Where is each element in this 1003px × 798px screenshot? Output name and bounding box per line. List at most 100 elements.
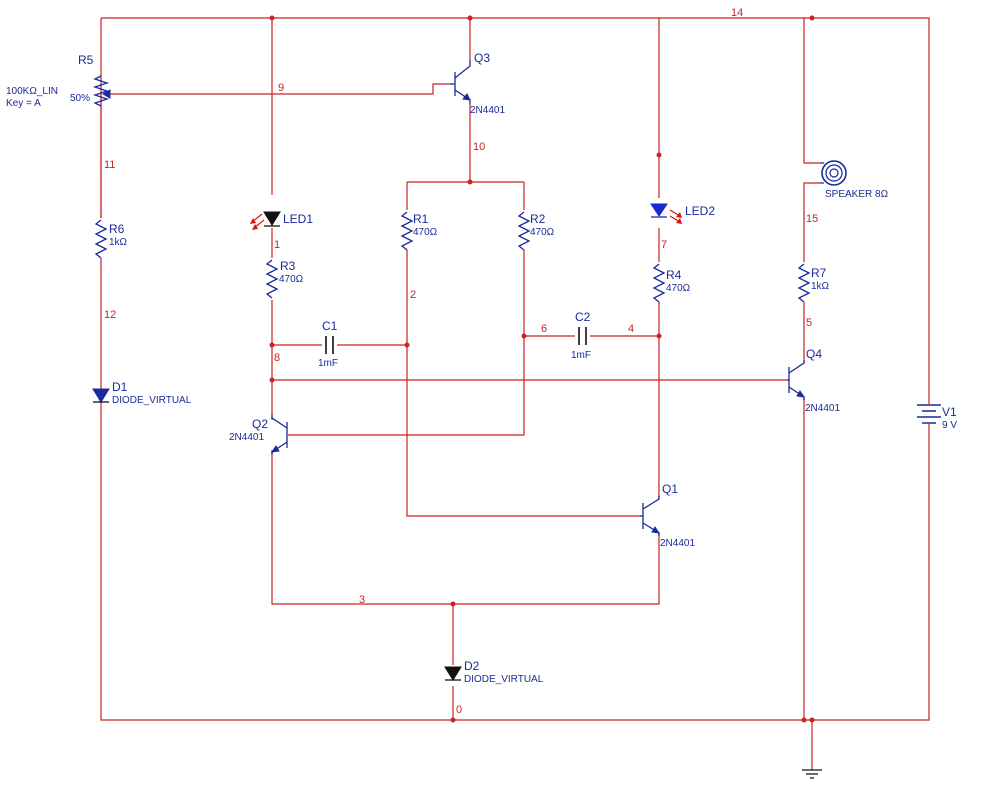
- r2-value: 470Ω: [530, 227, 555, 238]
- r5-wiper-arrow-icon: [101, 89, 111, 99]
- r3-body: [265, 259, 279, 299]
- q2-collector-lead: [271, 415, 288, 429]
- net-label-1: 1: [274, 239, 280, 251]
- net-label-12: 12: [104, 309, 116, 321]
- q2-model: 2N4401: [229, 432, 264, 443]
- r1-body: [400, 211, 414, 251]
- net-label-2: 2: [410, 289, 416, 301]
- q2-emitter-arrow-icon: [270, 445, 280, 453]
- q1-transistor[interactable]: Q1 2N4401: [640, 482, 695, 549]
- ground-icon: [802, 769, 822, 779]
- c1-plates-icon: [325, 336, 334, 354]
- r4-resistor[interactable]: R4 470Ω: [652, 262, 691, 303]
- r4-value: 470Ω: [666, 283, 691, 294]
- q3-ref: Q3: [474, 51, 490, 65]
- r4-ref: R4: [666, 268, 682, 282]
- r5-setting: 50%: [70, 93, 90, 104]
- q1-ref: Q1: [662, 482, 678, 496]
- c2-capacitor[interactable]: C2 1mF: [571, 310, 591, 361]
- v1-value: 9 V: [942, 420, 957, 431]
- c1-ref: C1: [322, 319, 338, 333]
- q4-ref: Q4: [806, 347, 822, 361]
- r7-value: 1kΩ: [811, 281, 830, 292]
- net-label-9: 9: [278, 82, 284, 94]
- junctions: [269, 15, 815, 723]
- q3-model: 2N4401: [470, 105, 505, 116]
- r3-resistor[interactable]: R3 470Ω: [265, 258, 304, 300]
- net-label-10: 10: [473, 141, 485, 153]
- q3-collector-lead: [454, 60, 471, 79]
- r5-key: Key = A: [6, 98, 41, 109]
- net-label-3: 3: [359, 594, 365, 606]
- r6-ref: R6: [109, 222, 125, 236]
- r1-resistor[interactable]: R1 470Ω: [400, 210, 438, 251]
- c2-ref: C2: [575, 310, 591, 324]
- v1-battery[interactable]: V1 9 V: [915, 400, 957, 431]
- d1-ref: D1: [112, 380, 128, 394]
- d2-model: DIODE_VIRTUAL: [464, 674, 544, 685]
- r7-resistor[interactable]: R7 1kΩ: [797, 262, 830, 303]
- wires: [100, 17, 930, 770]
- c1-capacitor[interactable]: C1 1mF: [318, 319, 338, 369]
- led1-diode-icon: [263, 211, 281, 226]
- r5-potentiometer[interactable]: R5 100KΩ_LIN Key = A 50%: [6, 53, 111, 109]
- net-labels: 14 9 10 11 12 1 2 8 6 4 7 15 5 3 0: [104, 7, 818, 716]
- r1-value: 470Ω: [413, 227, 438, 238]
- led1[interactable]: LED1: [250, 211, 313, 230]
- net-label-14: 14: [731, 7, 743, 19]
- r7-ref: R7: [811, 266, 827, 280]
- r6-value: 1kΩ: [109, 237, 128, 248]
- r4-body: [652, 263, 666, 303]
- led2-diode-icon: [650, 203, 668, 217]
- net-label-8: 8: [274, 352, 280, 364]
- led2[interactable]: LED2: [650, 203, 715, 224]
- led2-ref: LED2: [685, 204, 715, 218]
- net-label-11: 11: [104, 159, 115, 171]
- r3-value: 470Ω: [279, 274, 304, 285]
- r5-ref: R5: [78, 53, 94, 67]
- d1-diode-icon: [92, 388, 110, 403]
- q4-model: 2N4401: [805, 403, 840, 414]
- q1-model: 2N4401: [660, 538, 695, 549]
- q1-collector-lead: [642, 496, 660, 510]
- q3-emitter-arrow-icon: [462, 93, 471, 101]
- q2-ref: Q2: [252, 417, 268, 431]
- r1-ref: R1: [413, 212, 429, 226]
- q3-transistor[interactable]: Q3 2N4401: [450, 51, 505, 116]
- net-label-5: 5: [806, 317, 812, 329]
- d2-diode-icon: [444, 666, 462, 681]
- c2-value: 1mF: [571, 350, 591, 361]
- d2-ref: D2: [464, 659, 480, 673]
- v1-ref: V1: [942, 405, 957, 419]
- d2-diode[interactable]: D2 DIODE_VIRTUAL: [444, 659, 544, 685]
- net-label-6: 6: [541, 323, 547, 335]
- led1-ref: LED1: [283, 212, 313, 226]
- r2-body: [517, 211, 531, 251]
- r2-resistor[interactable]: R2 470Ω: [517, 210, 555, 251]
- net-label-0: 0: [456, 704, 462, 716]
- ground-symbol: [802, 769, 822, 779]
- net-label-4: 4: [628, 323, 634, 335]
- q4-transistor[interactable]: Q4 2N4401: [787, 347, 840, 414]
- q2-transistor[interactable]: Q2 2N4401: [229, 415, 288, 455]
- net-label-7: 7: [661, 239, 667, 251]
- speaker-icon: [821, 160, 847, 186]
- r2-ref: R2: [530, 212, 546, 226]
- r6-body: [94, 219, 108, 259]
- d1-model: DIODE_VIRTUAL: [112, 395, 192, 406]
- q4-collector-lead: [788, 360, 805, 374]
- c1-value: 1mF: [318, 358, 338, 369]
- q4-emitter-arrow-icon: [796, 390, 806, 398]
- r6-resistor[interactable]: R6 1kΩ: [94, 218, 128, 259]
- r5-body: [92, 75, 110, 107]
- r3-ref: R3: [280, 259, 296, 273]
- d1-diode[interactable]: D1 DIODE_VIRTUAL: [92, 380, 192, 406]
- speaker[interactable]: SPEAKER 8Ω: [820, 160, 889, 200]
- r7-body: [797, 263, 811, 303]
- speaker-ref: SPEAKER 8Ω: [825, 189, 889, 200]
- net-label-15: 15: [806, 213, 818, 225]
- q1-emitter-arrow-icon: [651, 526, 661, 534]
- r5-value: 100KΩ_LIN: [6, 86, 58, 97]
- c2-plates-icon: [578, 327, 587, 345]
